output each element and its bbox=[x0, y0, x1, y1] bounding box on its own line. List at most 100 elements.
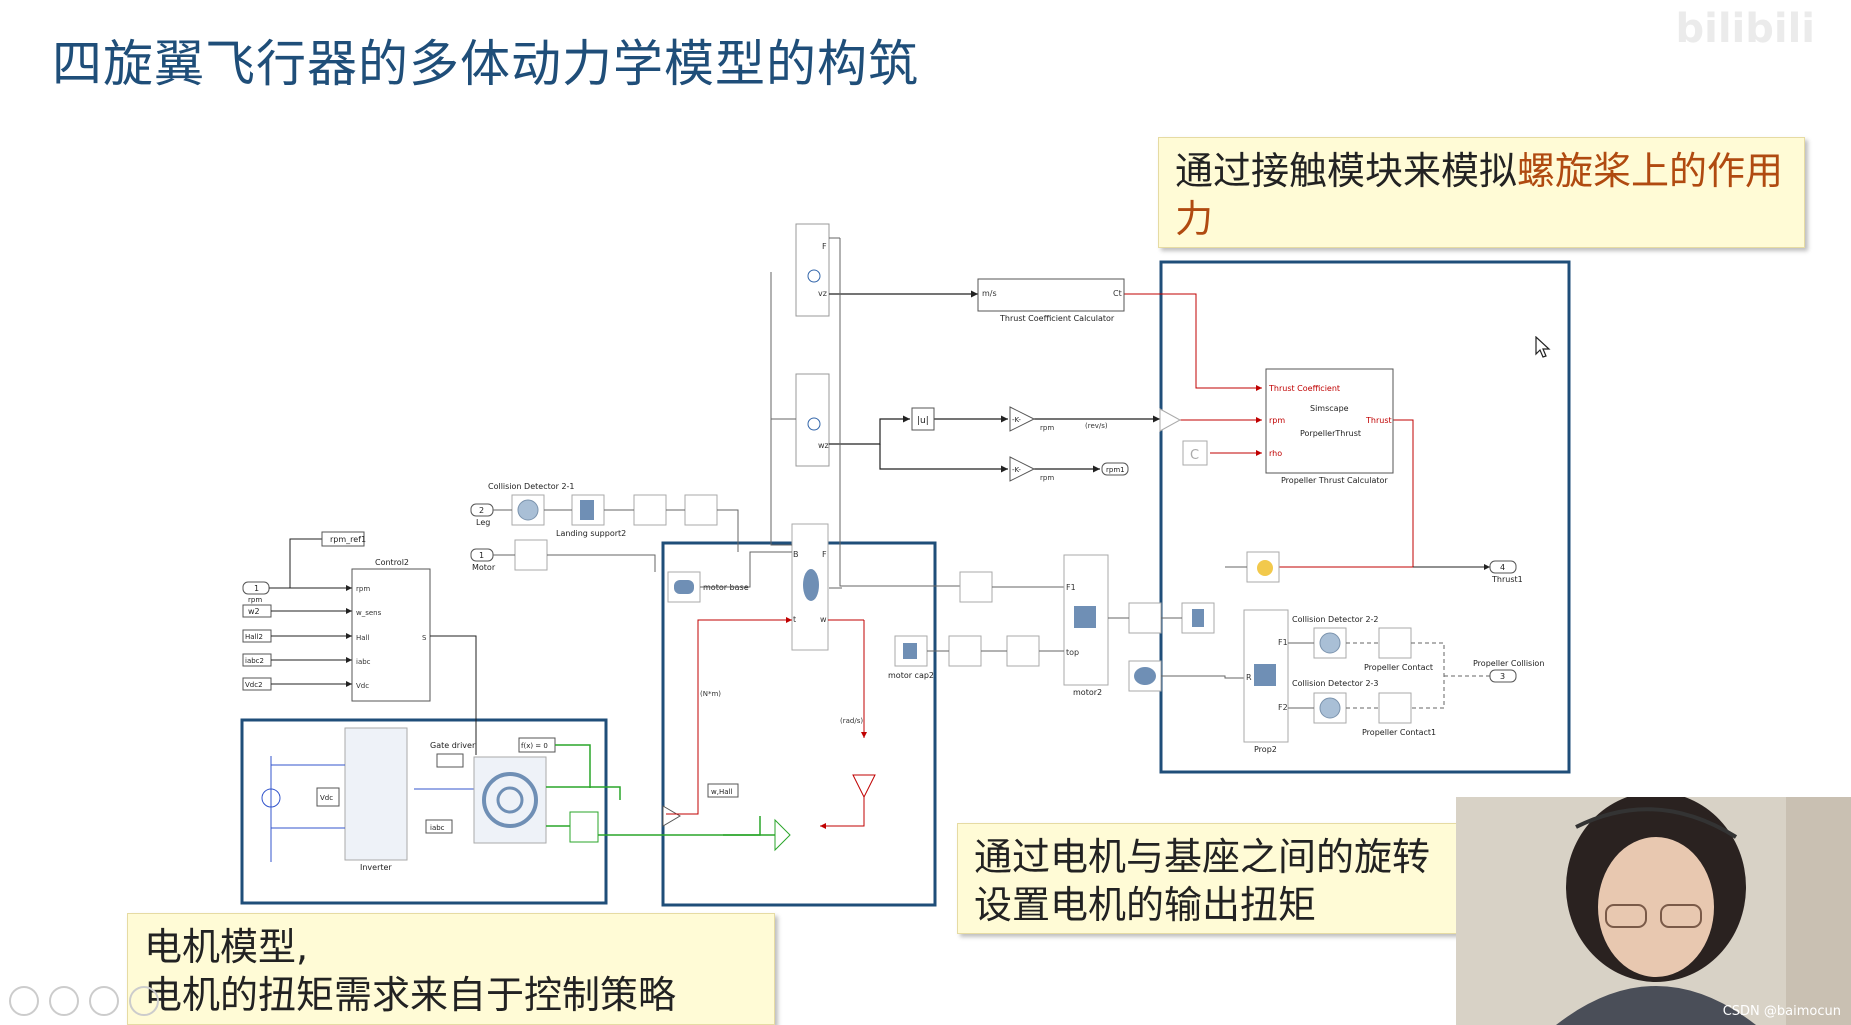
rigid-transform[interactable] bbox=[514, 539, 548, 571]
zoom-tool-icon[interactable] bbox=[129, 986, 159, 1016]
wz-port: wz bbox=[818, 441, 829, 450]
slides-tool-icon[interactable] bbox=[89, 986, 119, 1016]
motor-base-block[interactable] bbox=[667, 571, 701, 603]
inverter-block[interactable] bbox=[344, 727, 408, 861]
block-label: Propeller Thrust Calculator bbox=[1281, 476, 1388, 485]
rate-transition-block[interactable] bbox=[1159, 408, 1182, 432]
sensor-icon bbox=[807, 417, 821, 431]
port-label: Vdc bbox=[356, 682, 369, 690]
block-label: w,Hall bbox=[711, 788, 732, 796]
rigid-transform[interactable] bbox=[633, 494, 667, 526]
block-label: Propeller Contact1 bbox=[1362, 728, 1436, 737]
port-label: w bbox=[820, 615, 827, 624]
block-label: iabc2 bbox=[245, 657, 264, 665]
rpm-ref1-goto[interactable] bbox=[321, 531, 365, 547]
motor-callout: 电机模型, 电机的扭矩需求来自于控制策略 bbox=[127, 913, 775, 1025]
port-label: Thrust Coefficient bbox=[1268, 384, 1340, 393]
block-label: motor2 bbox=[1073, 688, 1102, 697]
constant-c-block[interactable] bbox=[1182, 440, 1208, 466]
sensor-icon bbox=[1257, 560, 1273, 576]
signal-label: rpm bbox=[1040, 424, 1054, 432]
motor-rotor-icon bbox=[482, 772, 538, 828]
block-label: C bbox=[1190, 448, 1199, 463]
rigid-body[interactable] bbox=[1006, 635, 1040, 667]
block-label: Hall2 bbox=[245, 633, 263, 641]
gain-block[interactable] bbox=[852, 774, 876, 799]
vdc-source[interactable] bbox=[316, 787, 340, 807]
vz-port: vz bbox=[818, 289, 827, 298]
gain-block[interactable] bbox=[662, 805, 681, 827]
w-hall-goto[interactable] bbox=[707, 783, 739, 798]
block-label: Gate driver bbox=[430, 741, 476, 750]
block-label: Prop2 bbox=[1254, 745, 1277, 754]
block-label: -K- bbox=[1012, 416, 1021, 424]
control2-subsystem[interactable] bbox=[351, 568, 431, 702]
joint-icon bbox=[803, 569, 819, 601]
propeller-thrust-calculator[interactable] bbox=[1265, 368, 1394, 474]
block-label: rpm_ref1 bbox=[330, 535, 366, 544]
port-label: 1 bbox=[254, 584, 259, 593]
rpm1-outport[interactable] bbox=[1101, 462, 1129, 476]
port-label: S bbox=[422, 634, 427, 642]
cube-icon bbox=[580, 500, 594, 520]
pointer-tool-icon[interactable] bbox=[9, 986, 39, 1016]
abs-block[interactable] bbox=[911, 407, 935, 431]
motor-rotor-icon bbox=[496, 786, 524, 814]
port-label: iabc bbox=[356, 658, 371, 666]
block-label: Inverter bbox=[360, 863, 392, 872]
block-label: Thrust Coefficient Calculator bbox=[999, 314, 1115, 323]
rotational-sensor[interactable] bbox=[569, 811, 599, 843]
cube-icon bbox=[1192, 609, 1204, 627]
rigid-transform[interactable] bbox=[948, 635, 982, 667]
port-label: w_sens bbox=[356, 609, 382, 617]
port-label: m/s bbox=[982, 289, 997, 298]
thrust1-outport[interactable] bbox=[1489, 560, 1517, 574]
cube-icon bbox=[903, 643, 917, 659]
sphere-icon bbox=[1319, 697, 1341, 719]
port-label: 1 bbox=[479, 551, 484, 560]
gate-driver-block[interactable] bbox=[436, 753, 464, 768]
block-label: Collision Detector 2-1 bbox=[488, 482, 575, 491]
propeller-contact1[interactable] bbox=[1378, 692, 1412, 724]
motor-callout-line2: 电机的扭矩需求来自于控制策略 bbox=[144, 972, 677, 1017]
port-label: F1 bbox=[1278, 638, 1288, 647]
port-label: 2 bbox=[479, 506, 484, 515]
svg-text:F: F bbox=[822, 242, 827, 251]
slide-title: 四旋翼飞行器的多体动力学模型的构筑 bbox=[52, 35, 919, 93]
gain-block[interactable] bbox=[1009, 456, 1036, 482]
port-label: rho bbox=[1269, 449, 1282, 458]
rigid-transform[interactable] bbox=[1128, 602, 1162, 634]
thrust-coefficient-calculator[interactable] bbox=[977, 278, 1125, 312]
port-label: rpm bbox=[1269, 416, 1285, 425]
cube-icon bbox=[1074, 606, 1096, 628]
iabc-sensor[interactable] bbox=[425, 819, 453, 834]
block-label: motor cap2 bbox=[888, 671, 934, 680]
port-label: rpm bbox=[356, 585, 370, 593]
propeller-callout-text: 通过接触模块来模拟 bbox=[1175, 149, 1518, 193]
transform-sensor-2[interactable] bbox=[795, 373, 830, 467]
gain-block[interactable] bbox=[1009, 406, 1036, 432]
bilibili-watermark: bilibili bbox=[1675, 6, 1815, 52]
signal-label: (N*m) bbox=[700, 690, 721, 698]
port-label: t bbox=[793, 615, 796, 624]
port-label: Leg bbox=[476, 518, 490, 527]
block-label: Vdc bbox=[320, 794, 333, 802]
mouse-cursor-icon bbox=[1535, 336, 1551, 358]
cube-icon bbox=[1254, 664, 1276, 686]
rigid-transform[interactable] bbox=[684, 494, 718, 526]
pen-tool-icon[interactable] bbox=[49, 986, 79, 1016]
port-label: Thrust1 bbox=[1491, 575, 1523, 584]
propeller-callout-highlight: 螺旋桨上的作用力 bbox=[1175, 149, 1784, 241]
port-label: F1 bbox=[1066, 583, 1076, 592]
port-label: 4 bbox=[1500, 563, 1505, 572]
propeller-contact[interactable] bbox=[1378, 627, 1412, 659]
block-label: Collision Detector 2-3 bbox=[1292, 679, 1379, 688]
block-label: PorpellerThrust bbox=[1300, 429, 1361, 438]
port-label: 3 bbox=[1500, 672, 1505, 681]
propeller-collision-outport[interactable] bbox=[1489, 669, 1517, 683]
sensor-icon bbox=[807, 269, 821, 283]
sphere-icon bbox=[1319, 632, 1341, 654]
block-label: Landing support2 bbox=[556, 529, 626, 538]
rigid-transform[interactable] bbox=[959, 571, 993, 603]
block-label: w2 bbox=[248, 607, 260, 616]
